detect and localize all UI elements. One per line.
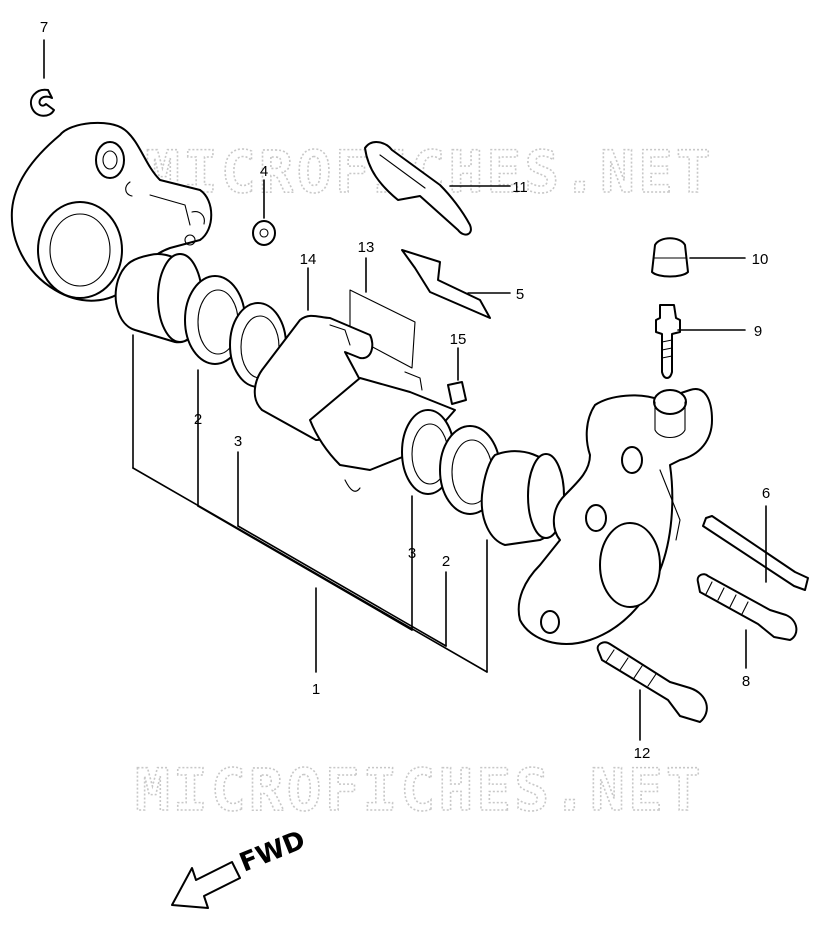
callout-13: 13 [358, 239, 375, 256]
part-pad-pin [447, 381, 467, 405]
callout-2-left: 2 [194, 411, 202, 428]
callout-12: 12 [634, 745, 651, 762]
watermark-bottom: MICROFICHES.NET [135, 756, 704, 824]
callout-11: 11 [512, 179, 528, 196]
callout-3-right: 3 [408, 545, 416, 562]
part-pad-spring [364, 141, 472, 236]
arrow-left-down-icon [171, 861, 241, 909]
part-caliper-outer-half [10, 121, 213, 302]
part-brake-pads [253, 289, 456, 492]
callout-labels: 7 4 11 14 13 5 10 9 15 2 3 6 3 2 8 1 12 [40, 19, 770, 762]
forward-direction-indicator: FWD [171, 825, 310, 909]
part-slide-pin [702, 515, 809, 591]
part-piston-right [480, 450, 565, 546]
leader-lines [43, 39, 767, 741]
callout-1: 1 [312, 681, 320, 698]
part-clip [30, 88, 55, 117]
callout-5: 5 [516, 286, 524, 303]
callout-7: 7 [40, 19, 48, 36]
callout-14: 14 [300, 251, 317, 268]
callout-10: 10 [752, 251, 769, 268]
callout-8: 8 [742, 673, 750, 690]
part-caliper-inner-half [517, 388, 713, 645]
callout-4: 4 [260, 163, 268, 180]
part-mounting-bolt [596, 641, 708, 723]
part-caliper-bolt [696, 573, 798, 641]
callout-9: 9 [754, 323, 762, 340]
callout-15: 15 [450, 331, 467, 348]
part-washer [252, 220, 276, 246]
callout-6: 6 [762, 485, 770, 502]
fwd-label: FWD [235, 825, 309, 878]
part-bleeder-cap [651, 237, 689, 278]
part-bleeder-valve [655, 304, 681, 379]
callout-3-left: 3 [234, 433, 242, 450]
part-pad-shim [401, 249, 491, 319]
callout-2-right: 2 [442, 553, 450, 570]
